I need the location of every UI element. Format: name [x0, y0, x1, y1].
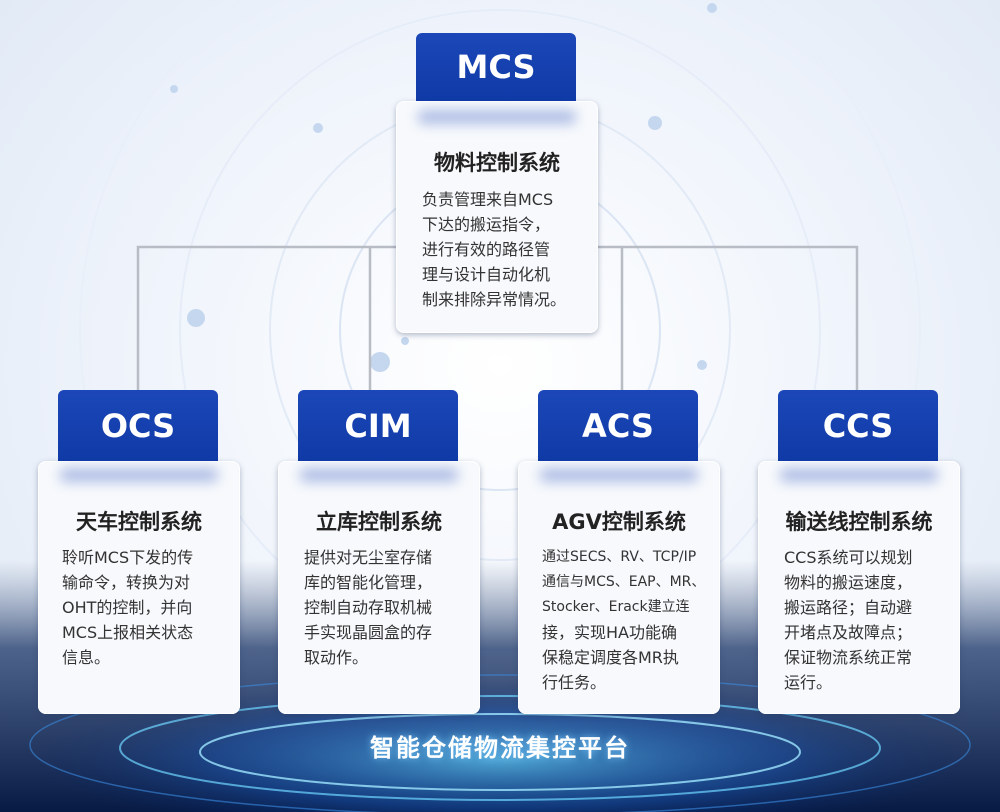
ccs-card: 输送线控制系统 CCS系统可以规划物料的搬运速度，搬运路径；自动避开堵点及故障点… [758, 461, 960, 714]
ccs-tab: CCS [778, 390, 938, 461]
mcs-card-title: 物料控制系统 [434, 151, 560, 175]
cim-tab: CIM [298, 390, 458, 461]
platform-title: 智能仓储物流集控平台 [370, 734, 630, 762]
acs-tab: ACS [538, 390, 698, 461]
acs-card-title: AGV控制系统 [552, 510, 686, 534]
cim-card: 立库控制系统 提供对无尘室存储库的智能化管理，控制自动存取机械手实现晶圆盒的存取… [278, 461, 480, 714]
ocs-tab: OCS [58, 390, 218, 461]
ocs-card-title: 天车控制系统 [76, 510, 202, 534]
cim-card-desc: 提供对无尘室存储库的智能化管理，控制自动存取机械手实现晶圆盒的存取动作。 [304, 548, 433, 667]
mcs-tab: MCS [416, 33, 576, 101]
cim-card-title: 立库控制系统 [316, 510, 442, 534]
ccs-card-title: 输送线控制系统 [785, 510, 933, 534]
ccs-card-desc: CCS系统可以规划物料的搬运速度，搬运路径；自动避开堵点及故障点；保证物流系统正… [784, 548, 913, 692]
